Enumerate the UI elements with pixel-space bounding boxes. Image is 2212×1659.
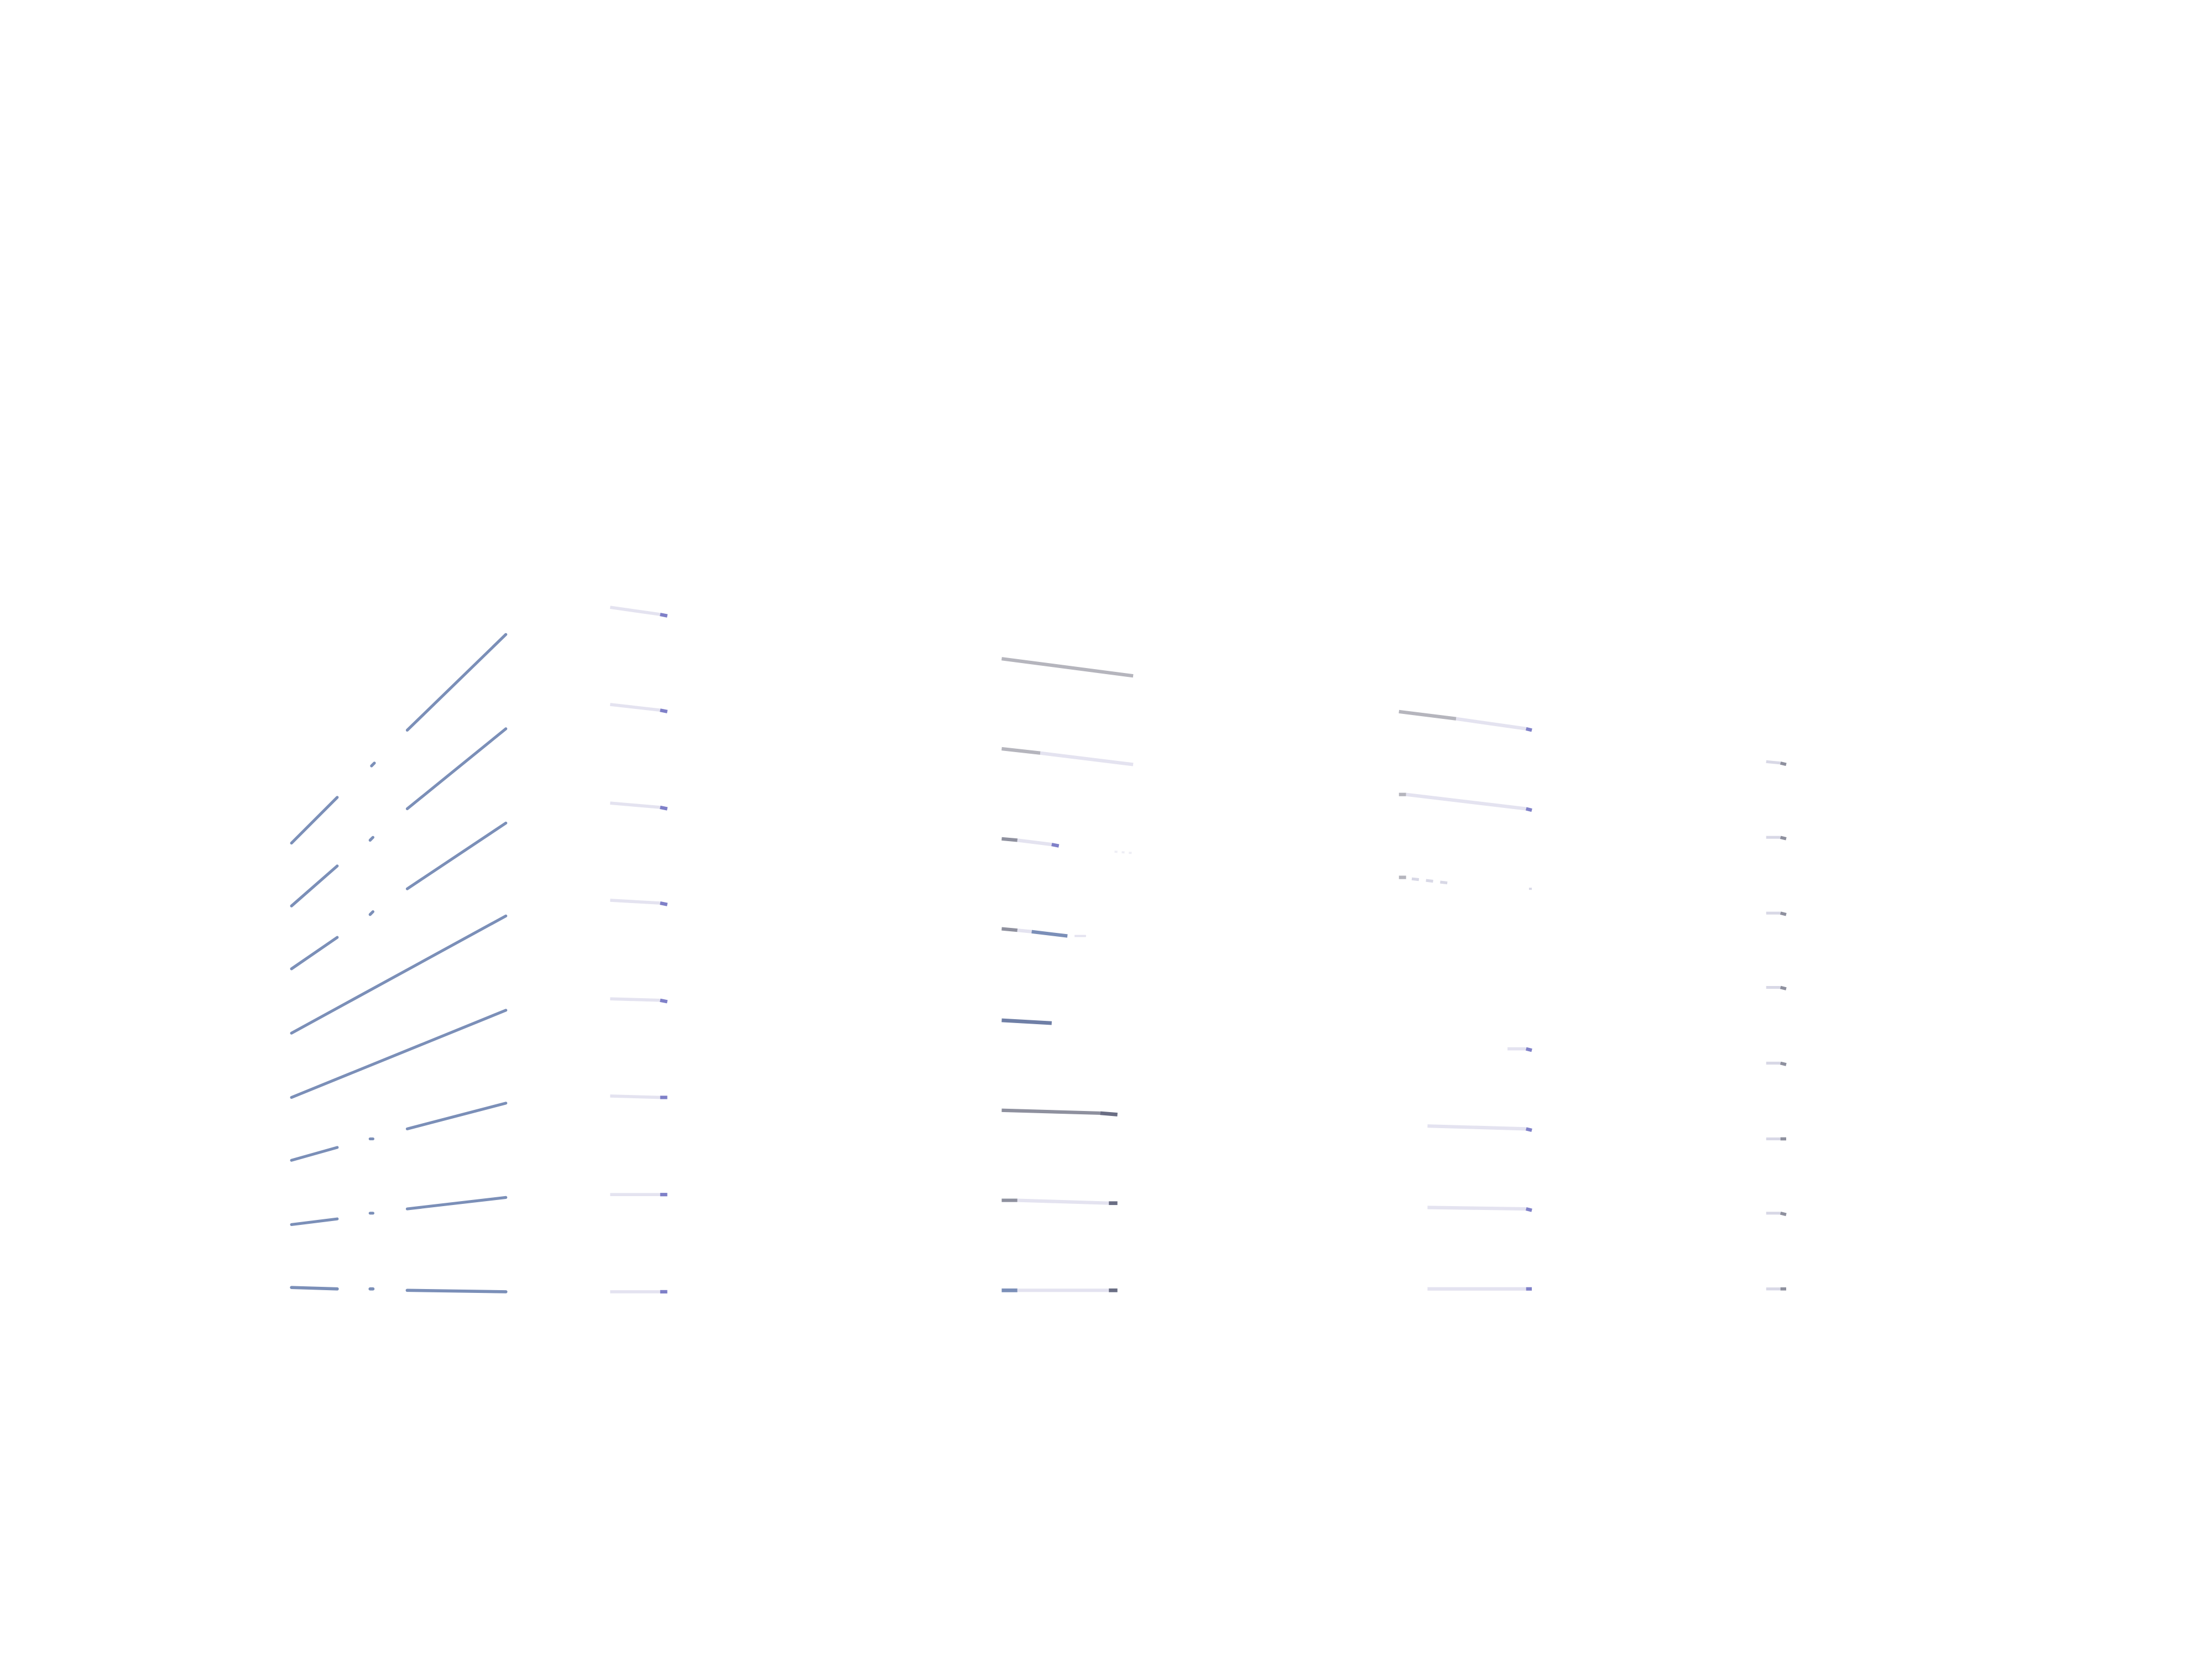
stroke-d2 bbox=[1399, 792, 1532, 812]
dash-b3 bbox=[610, 801, 668, 811]
dash-e2 bbox=[1766, 836, 1787, 841]
stroke-c3 bbox=[1001, 837, 1134, 854]
stroke-d5 bbox=[1507, 1047, 1532, 1052]
stroke-a3 bbox=[290, 821, 508, 971]
stroke-c4 bbox=[1001, 927, 1086, 938]
stroke-d6 bbox=[1427, 1124, 1532, 1132]
stroke-a1 bbox=[290, 633, 508, 845]
dash-e3 bbox=[1766, 911, 1787, 916]
dash-b6 bbox=[610, 1094, 667, 1099]
stroke-c2 bbox=[1001, 747, 1134, 766]
dash-e1 bbox=[1766, 760, 1787, 766]
stroke-group-d bbox=[1399, 709, 1532, 1291]
stroke-c7 bbox=[1001, 1198, 1118, 1206]
stroke-a4 bbox=[290, 914, 508, 1035]
stroke-d1 bbox=[1399, 709, 1532, 732]
dash-b5 bbox=[610, 997, 668, 1004]
stroke-a5 bbox=[290, 1009, 508, 1099]
stroke-a7 bbox=[290, 1196, 508, 1227]
dash-b2 bbox=[610, 703, 668, 713]
stroke-a2 bbox=[290, 727, 508, 907]
stroke-group-c bbox=[1001, 657, 1134, 1292]
stroke-c6 bbox=[1001, 1108, 1118, 1117]
dash-e4 bbox=[1766, 985, 1787, 990]
stroke-a8 bbox=[290, 1286, 508, 1293]
dash-b4 bbox=[610, 899, 668, 906]
stroke-group-e bbox=[1766, 760, 1787, 1291]
stroke-a6 bbox=[290, 1102, 508, 1162]
dash-e5 bbox=[1766, 1061, 1787, 1066]
stroke-d3 bbox=[1399, 875, 1532, 890]
stroke-group-a bbox=[290, 633, 508, 1293]
dash-e7 bbox=[1766, 1212, 1787, 1217]
dash-b1 bbox=[609, 606, 668, 618]
stroke-group-b bbox=[609, 606, 668, 1294]
stroke-d7 bbox=[1427, 1206, 1532, 1212]
stroke-c1 bbox=[1001, 657, 1134, 678]
stroke-c5 bbox=[1001, 1018, 1052, 1025]
